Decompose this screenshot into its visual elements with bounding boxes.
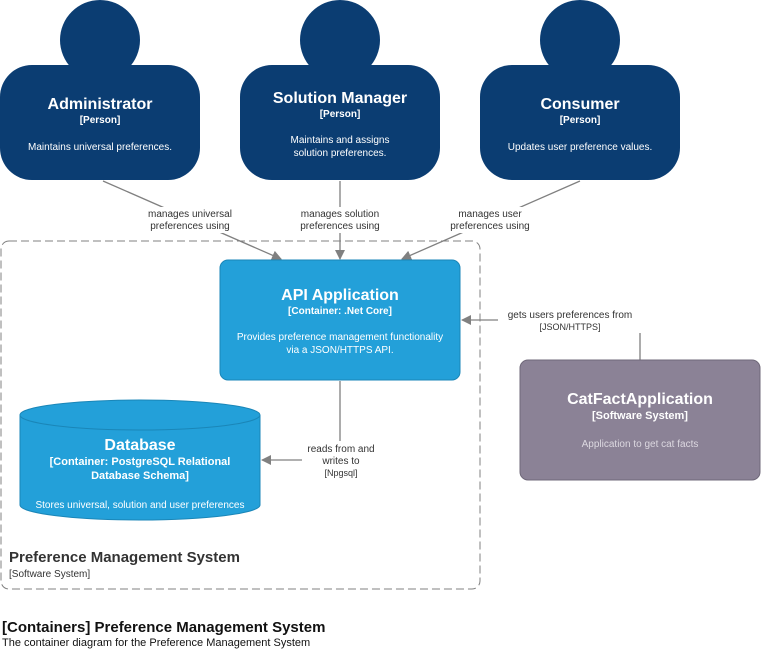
database-desc: Stores universal, solution and user pref…	[35, 500, 244, 511]
person-head-icon	[540, 0, 620, 80]
api-box	[219, 259, 461, 381]
person-name: Administrator	[48, 96, 153, 113]
boundary-name: Preference Management System	[9, 549, 240, 566]
edge-label-admin-1: manages universal	[148, 209, 232, 220]
person-type: [Person]	[320, 109, 361, 120]
external-box	[519, 359, 761, 481]
person-solution-manager: Solution Manager [Person] Maintains and …	[240, 0, 440, 180]
person-administrator: Administrator [Person] Maintains univers…	[0, 0, 200, 180]
person-body	[480, 65, 680, 180]
person-type: [Person]	[80, 115, 121, 126]
person-name: Solution Manager	[273, 90, 407, 107]
external-desc: Application to get cat facts	[582, 439, 699, 450]
api-application-container: API Application [Container: .Net Core] P…	[219, 259, 461, 381]
edge-labels: manages universal preferences using mana…	[140, 207, 642, 479]
edge-label-catfact: gets users preferences from	[508, 310, 633, 321]
person-head-icon	[300, 0, 380, 80]
api-desc-line-1: Provides preference management functiona…	[237, 332, 443, 343]
database-container: Database [Container: PostgreSQL Relation…	[19, 399, 261, 521]
person-desc: Updates user preference values.	[508, 142, 653, 153]
boundary-type: [Software System]	[9, 569, 90, 580]
api-type: [Container: .Net Core]	[288, 306, 392, 317]
api-name: API Application	[281, 287, 399, 304]
database-type-line-1: [Container: PostgreSQL Relational	[50, 456, 231, 468]
api-desc-line-2: via a JSON/HTTPS API.	[286, 345, 393, 356]
edge-label-consumer-1: manages user	[458, 209, 522, 220]
edge-label-catfact-tech: [JSON/HTTPS]	[539, 322, 600, 332]
person-name: Consumer	[540, 96, 619, 113]
external-type: [Software System]	[592, 410, 688, 422]
person-body	[0, 65, 200, 180]
edge-label-admin-2: preferences using	[150, 221, 230, 232]
edge-label-db-1: reads from and	[307, 444, 374, 455]
person-desc-line-1: Maintains and assigns	[291, 135, 390, 146]
database-cylinder-top	[19, 414, 261, 431]
person-desc: Maintains universal preferences.	[28, 142, 172, 153]
edge-label-db-2: writes to	[321, 456, 360, 467]
person-head-icon	[60, 0, 140, 80]
diagram-subtitle: The container diagram for the Preference…	[2, 637, 310, 649]
database-cylinder	[19, 399, 261, 521]
catfact-external-system: CatFactApplication [Software System] App…	[519, 359, 761, 481]
edge-label-solution-1: manages solution	[301, 209, 379, 220]
database-type-line-2: Database Schema]	[91, 470, 189, 482]
database-name: Database	[104, 437, 175, 454]
edge-label-consumer-2: preferences using	[450, 221, 530, 232]
edge-label-db-tech: [Npgsql]	[324, 468, 357, 478]
external-name: CatFactApplication	[567, 391, 713, 408]
person-type: [Person]	[560, 115, 601, 126]
diagram-title: [Containers] Preference Management Syste…	[2, 619, 325, 636]
person-body	[240, 65, 440, 180]
edge-label-solution-2: preferences using	[300, 221, 380, 232]
person-desc-line-2: solution preferences.	[294, 148, 387, 159]
person-consumer: Consumer [Person] Updates user preferenc…	[480, 0, 680, 180]
